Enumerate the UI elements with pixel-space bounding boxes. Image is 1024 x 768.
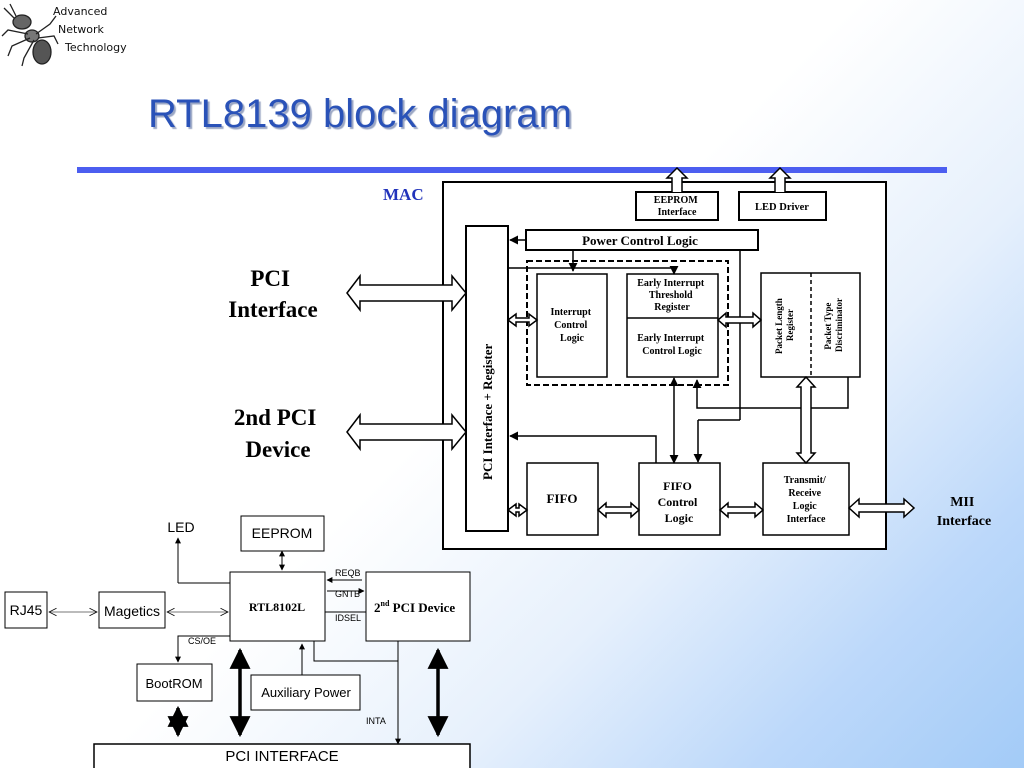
second-pci-label-line2: Device bbox=[245, 437, 310, 462]
fifo-control-line1: FIFO bbox=[663, 479, 692, 493]
logo-text-advanced: Advanced bbox=[53, 5, 108, 18]
svg-text:Early Interrupt Threshold: Early Interrupt Threshold Register bbox=[637, 278, 706, 313]
svg-text:MII Interface: MII Interface bbox=[937, 495, 991, 529]
early-packet-double-arrow bbox=[716, 311, 763, 329]
txrx-mii-double-arrow bbox=[847, 497, 916, 519]
svg-text:2nd PCI Device: 2nd PCI Device bbox=[234, 405, 322, 462]
logo-text-technology: Technology bbox=[65, 41, 127, 54]
rj45-label: RJ45 bbox=[10, 602, 43, 618]
csoe-label: CS/OE bbox=[188, 636, 216, 646]
fifo-control-box bbox=[638, 462, 721, 536]
eeprom-interface-line2: Interface bbox=[658, 207, 697, 218]
bootrom-box bbox=[136, 663, 213, 702]
second-pci-device-rest: PCI Device bbox=[389, 600, 455, 615]
pci-interface-double-arrow bbox=[346, 273, 467, 313]
eeprom-up-arrow bbox=[665, 166, 689, 192]
txrx-line4: Interface bbox=[787, 514, 826, 525]
pci-fifo-double-arrow bbox=[506, 502, 529, 518]
power-to-early-arrow bbox=[508, 265, 679, 275]
fifo-ctrl-to-pci-arrow bbox=[509, 431, 657, 463]
magnetics-box bbox=[98, 591, 166, 629]
led-driver-box bbox=[738, 191, 827, 221]
idsel-label: IDSEL bbox=[335, 613, 361, 623]
second-pci-double-arrow bbox=[346, 412, 467, 452]
second-pci-device-num: 2 bbox=[374, 600, 381, 615]
txrx-line1: Transmit/ bbox=[784, 475, 826, 486]
early-threshold-line2: Threshold bbox=[649, 290, 693, 301]
fifo-fifoctrl-double-arrow bbox=[596, 501, 641, 519]
second-pci-device-sup: nd bbox=[381, 599, 390, 608]
rtl8102l-box bbox=[229, 571, 326, 642]
txrx-line3: Logic bbox=[793, 501, 817, 512]
early-threshold-line3: Register bbox=[654, 302, 690, 313]
packet-length-line2: Register bbox=[785, 309, 795, 341]
svg-text:Early Interrupt Control Lo: Early Interrupt Control Logic bbox=[637, 333, 706, 357]
mii-label-line1: MII bbox=[950, 495, 974, 510]
packet-type-line2: Discriminator bbox=[834, 298, 844, 352]
pci-interface-label-line2: Interface bbox=[228, 297, 317, 322]
led-driver-label: LED Driver bbox=[755, 202, 809, 213]
pci-if-register-label: PCI Interface + Register bbox=[480, 343, 495, 480]
rtl8102l-label: RTL8102L bbox=[249, 600, 305, 614]
power-control-label: Power Control Logic bbox=[582, 233, 698, 248]
bootrom-label: BootROM bbox=[145, 676, 202, 691]
fifo-control-line2: Control bbox=[658, 495, 698, 509]
svg-text:EEPROM Interface: EEPROM Interface bbox=[654, 195, 700, 218]
early-control-line1: Early Interrupt bbox=[637, 333, 705, 344]
led-driver-up-arrow bbox=[768, 166, 792, 192]
svg-text:Packet Type Discriminator: Packet Type Discriminator bbox=[823, 298, 844, 352]
second-pci-device-box bbox=[365, 571, 471, 642]
inta-connector bbox=[313, 641, 398, 662]
fifoctrl-txrx-double-arrow bbox=[718, 501, 765, 519]
csoe-arrow bbox=[175, 635, 230, 663]
early-control-line2: Control Logic bbox=[642, 346, 702, 357]
rj45-box bbox=[4, 591, 48, 629]
magnetics-label: Magetics bbox=[104, 603, 160, 619]
interrupt-control-box bbox=[536, 273, 608, 378]
svg-text:Transmit/ Receive Logi: Transmit/ Receive Logic Interface bbox=[784, 475, 829, 525]
packet-txrx-double-arrow bbox=[795, 375, 817, 465]
led-label: LED bbox=[167, 519, 194, 535]
logo-text-network: Network bbox=[58, 23, 104, 36]
interrupt-control-line2: Control bbox=[554, 320, 587, 331]
svg-text:FIFO Control Logic: FIFO Control Logic bbox=[658, 479, 701, 525]
pci-if-register-box bbox=[465, 225, 509, 532]
packet-type-line1: Packet Type bbox=[823, 303, 833, 350]
packet-length-line1: Packet Length bbox=[774, 298, 784, 354]
mii-label-line2: Interface bbox=[937, 514, 991, 529]
title-divider bbox=[77, 167, 947, 173]
early-interrupt-box bbox=[626, 273, 719, 378]
interrupt-control-line3: Logic bbox=[560, 333, 584, 344]
eeprom-box bbox=[240, 515, 325, 552]
aux-power-box bbox=[250, 674, 361, 711]
second-pci-label-line1: 2nd PCI bbox=[234, 405, 316, 430]
ant-icon bbox=[1, 3, 59, 67]
aux-power-label: Auxiliary Power bbox=[261, 685, 351, 700]
eeprom-interface-line1: EEPROM bbox=[654, 195, 698, 206]
fifo-control-line3: Logic bbox=[665, 511, 694, 525]
fifo-label: FIFO bbox=[546, 491, 577, 506]
early-threshold-line1: Early Interrupt bbox=[637, 278, 705, 289]
pci-interface-label-line1: PCI bbox=[250, 266, 290, 291]
txrx-box bbox=[762, 462, 850, 536]
gntb-label: GNTB bbox=[335, 589, 360, 599]
mac-label: MAC bbox=[383, 185, 424, 204]
svg-text:Packet Length Register: Packet Length Register bbox=[774, 296, 795, 354]
svg-text:PCI Interface: PCI Interface bbox=[228, 266, 317, 322]
inta-label: INTA bbox=[366, 716, 386, 726]
early-to-packet-line bbox=[692, 377, 849, 409]
ant-logo bbox=[0, 0, 60, 70]
txrx-line2: Receive bbox=[788, 488, 821, 499]
svg-text:2nd PCI Device: 2nd PCI Device bbox=[374, 599, 455, 615]
pci-bus-box bbox=[93, 743, 471, 768]
fifo-box bbox=[526, 462, 599, 536]
pci-interrupt-double-arrow bbox=[506, 312, 539, 328]
pci-bus-label: PCI INTERFACE bbox=[225, 748, 338, 765]
svg-text:Interrupt Control Logi: Interrupt Control Logic bbox=[550, 307, 593, 344]
reqb-label: REQB bbox=[335, 568, 361, 578]
eeprom-label: EEPROM bbox=[252, 525, 313, 541]
page-title: RTL8139 block diagram bbox=[148, 92, 572, 136]
interrupt-control-line1: Interrupt bbox=[550, 307, 591, 318]
